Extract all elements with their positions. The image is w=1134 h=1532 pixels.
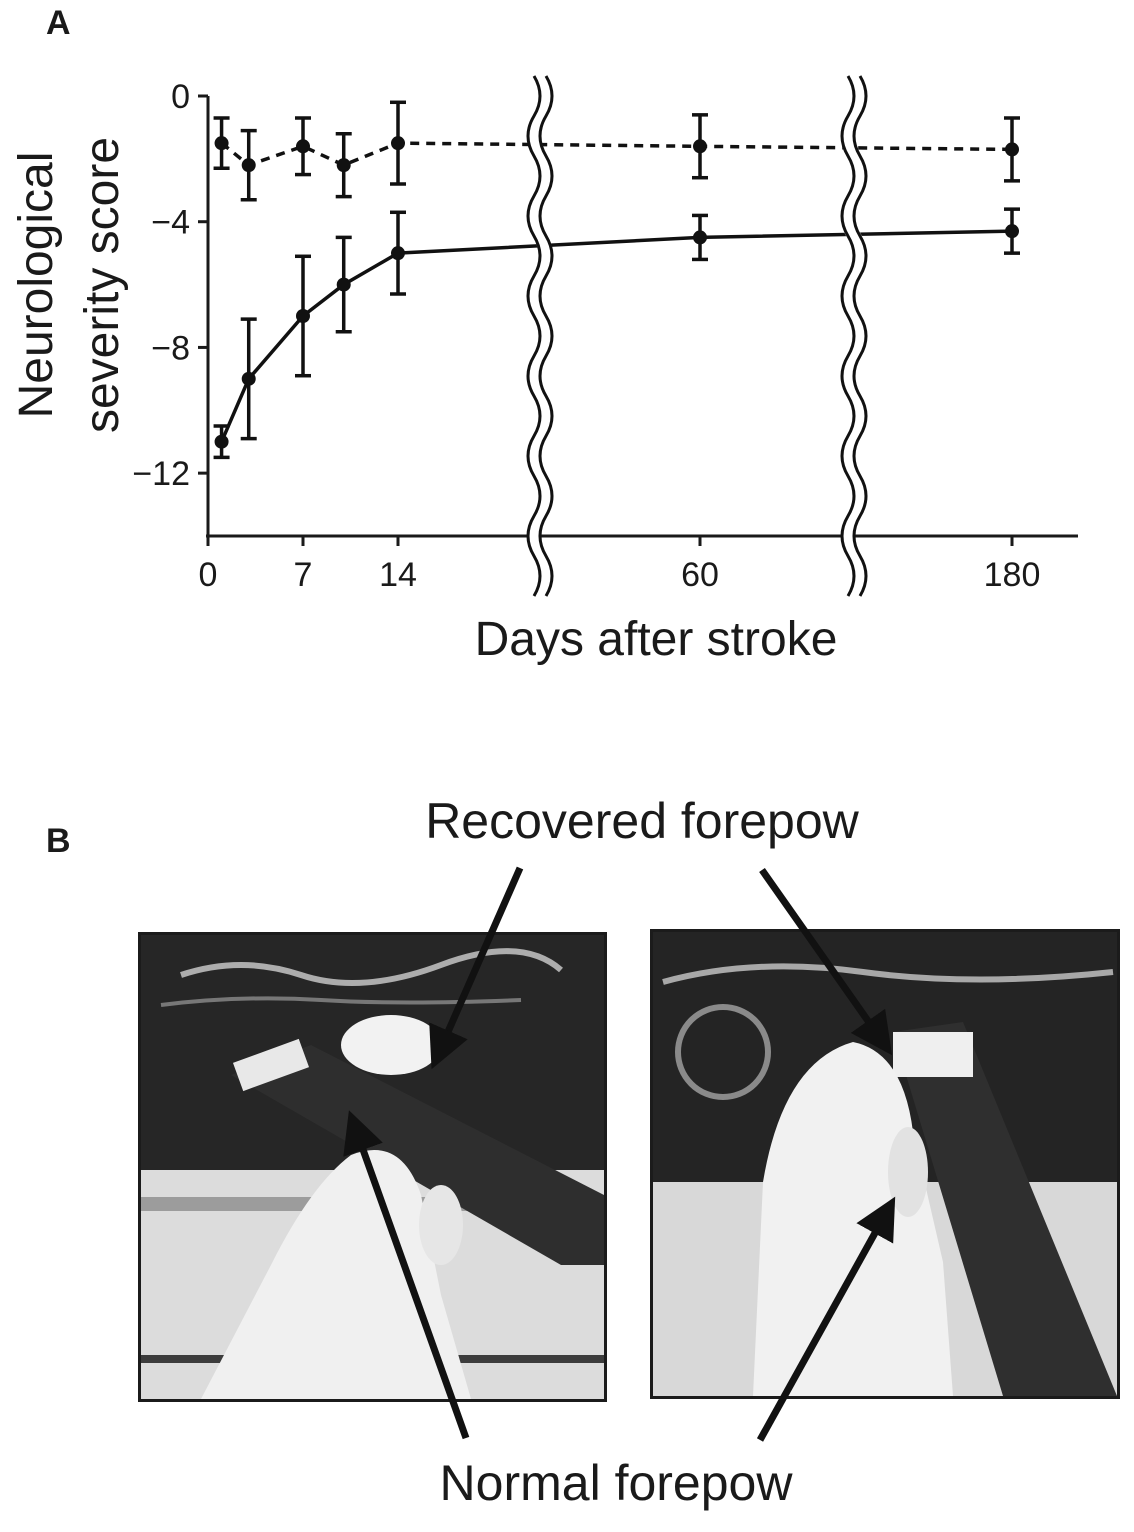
data-point — [693, 230, 707, 245]
chart-axes — [198, 94, 1078, 546]
panel-label-a: A — [46, 4, 71, 42]
data-point — [1005, 224, 1019, 239]
data-point — [214, 434, 229, 449]
y-tick-label: −12 — [132, 455, 190, 493]
y-tick-label: 0 — [171, 78, 190, 116]
chart-series-layer — [213, 100, 1020, 460]
y-tick-label: −4 — [151, 204, 190, 242]
panel-label-b: B — [46, 822, 71, 860]
data-point — [336, 158, 351, 173]
y-axis-title-line-1: Neurological — [10, 152, 63, 419]
axis-break-line — [526, 75, 542, 597]
axis-break-fill — [841, 72, 867, 600]
data-point — [1005, 142, 1019, 157]
axis-break-line — [852, 75, 868, 597]
data-point — [241, 371, 256, 386]
series-line-solid — [219, 229, 1013, 443]
y-axis-title-line-2: severity score — [76, 137, 129, 433]
data-point — [296, 139, 310, 154]
x-axis-title: Days after stroke — [475, 613, 838, 666]
data-point — [391, 246, 405, 261]
data-point — [296, 309, 310, 323]
tick-labels: 0 −4 −8 −12 0 7 14 60 180 — [132, 78, 1040, 594]
y-tick-label: −8 — [151, 329, 190, 367]
axis-break-line — [538, 75, 554, 597]
normal-forepaw-label: Normal forepow — [440, 1455, 794, 1511]
axis-break-marks — [526, 72, 868, 600]
axis-break-fill — [527, 72, 553, 600]
data-point — [693, 139, 707, 154]
data-point — [336, 277, 351, 292]
recovered-forepaw-label: Recovered forepow — [425, 793, 859, 849]
x-tick-label: 14 — [379, 556, 417, 594]
data-point — [241, 158, 256, 173]
x-tick-label: 0 — [199, 556, 218, 594]
x-tick-label: 60 — [681, 556, 719, 594]
data-point — [391, 136, 405, 151]
x-tick-label: 7 — [294, 556, 313, 594]
line-chart: 0 −4 −8 −12 0 7 14 60 180 Days after stroke Neur… — [10, 72, 1078, 666]
photo-left-rat-grasping — [138, 932, 607, 1402]
axis-break-line — [840, 75, 856, 597]
data-point — [214, 136, 229, 151]
photo-right-rat-grasping — [650, 929, 1120, 1399]
x-tick-label: 180 — [984, 556, 1041, 594]
